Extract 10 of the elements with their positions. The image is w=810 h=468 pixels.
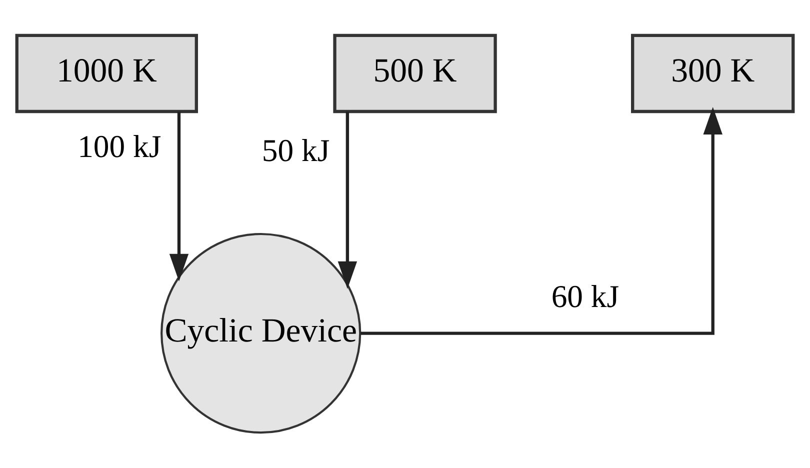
node-box: 1000 K	[15, 34, 198, 114]
arrow	[169, 112, 189, 282]
edge-label: 60 kJ	[551, 278, 620, 314]
node-circle: Cyclic Device	[160, 232, 362, 434]
node-box: 300 K	[631, 34, 795, 114]
arrow	[338, 112, 358, 289]
edge-label: 100 kJ	[78, 129, 162, 164]
arrow	[360, 107, 722, 335]
node-box: 500 K	[333, 34, 497, 114]
edge-label: 50 kJ	[262, 133, 330, 168]
